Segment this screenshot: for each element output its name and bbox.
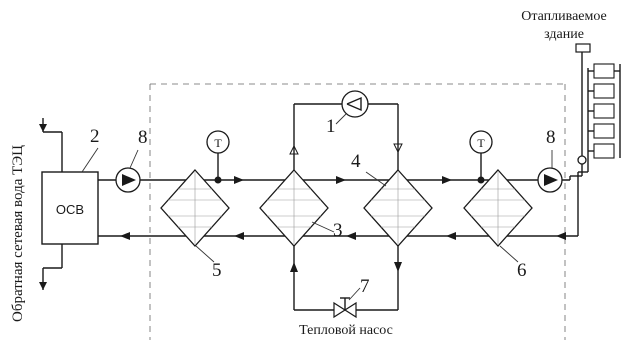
label-6: 6 [517,260,527,281]
radiator-2 [593,83,615,99]
radiator-3 [593,103,615,119]
radiator-1 [593,63,615,79]
leader-6 [499,245,519,263]
return-arrow-4 [446,232,456,240]
leader-5 [195,245,215,263]
leader-4 [365,171,387,187]
pump-8-right-arrow [544,174,558,186]
outlet-arrow [39,282,47,290]
ocb-label: ОСВ [56,202,84,217]
heat-pump-label: Тепловой насос [299,323,393,338]
side-label: Обратная сетевая вода ТЭЦ [10,145,26,322]
label-7: 7 [360,276,370,297]
pump-8-left-arrow [122,174,136,186]
bldg-expansion-tank [575,43,591,53]
thermo-right-node [477,176,485,184]
label-1: 1 [326,116,336,137]
thermo-left [206,130,230,154]
leader-2 [81,147,99,173]
supply-arrow-1 [234,176,244,184]
leader-8-left [129,149,139,169]
ocb-box [41,171,99,245]
thermo-left-label: T [214,136,222,150]
thermo-right [469,130,493,154]
radiator-5 [593,143,615,159]
hp-bottom-arrow-down [394,262,402,272]
bldg-valve [577,155,587,165]
building-label-2: здание [544,27,584,42]
return-arrow-2 [234,232,244,240]
hp-arrow-up [289,144,299,155]
thermo-right-label: T [477,136,485,150]
label-3: 3 [333,220,343,241]
leader-3 [311,221,335,233]
supply-arrow-3 [442,176,452,184]
valve-7-right [343,301,357,319]
hp-arrow-down [393,143,403,154]
inlet-arrow [39,124,47,132]
compressor-1-symbol [346,96,362,112]
label-2: 2 [90,126,100,147]
return-arrow-5 [556,232,566,240]
return-arrow-3 [346,232,356,240]
label-8-right: 8 [546,127,556,148]
label-4: 4 [351,151,361,172]
label-5: 5 [212,260,222,281]
thermo-left-node [214,176,222,184]
compressor-1 [341,90,369,118]
leader-1 [335,113,347,125]
building-label-1: Отапливаемое [521,9,607,24]
supply-arrow-2 [336,176,346,184]
return-arrow-1 [120,232,130,240]
leader-7 [348,287,361,301]
hp-bottom-arrow-up [290,262,298,272]
valve-7-left [333,301,347,319]
label-8-left: 8 [138,127,148,148]
radiator-4 [593,123,615,139]
